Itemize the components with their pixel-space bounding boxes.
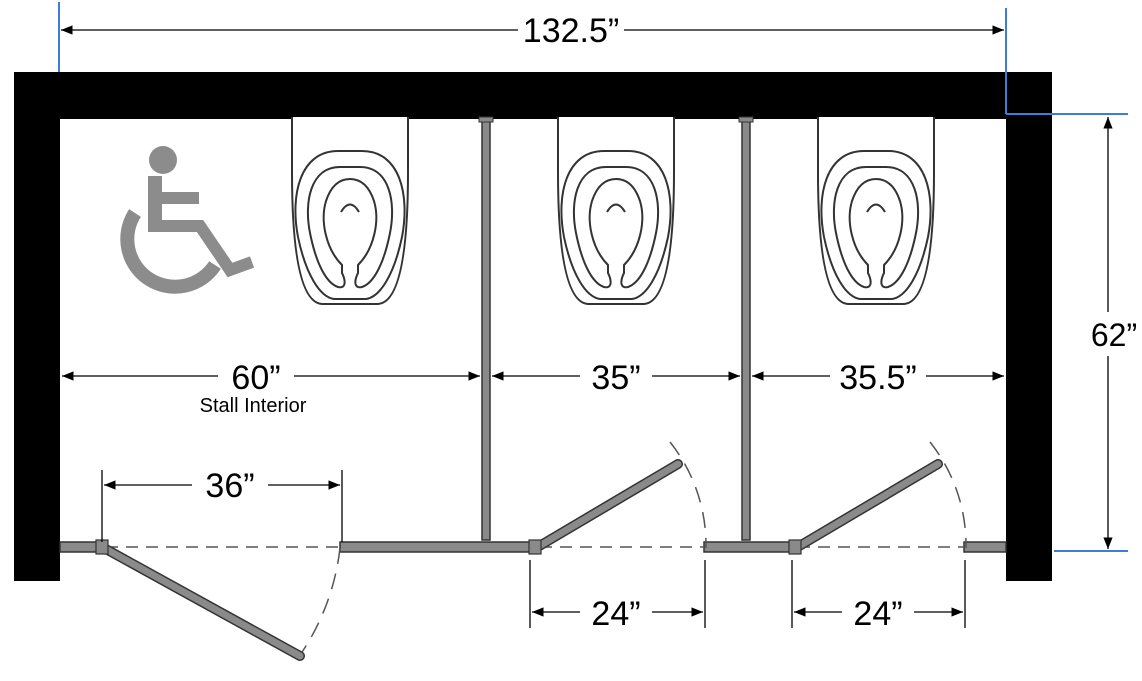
- right-stall-width-label: 35.5”: [839, 359, 917, 397]
- depth-label: 62”: [1091, 317, 1137, 353]
- accessible-stall-width-label: 60”: [231, 359, 280, 397]
- front-panels: [59, 541, 1007, 553]
- partition-right: [741, 118, 751, 541]
- toilets: [290, 115, 936, 306]
- middle-stall-width-label: 35”: [591, 359, 640, 397]
- wheelchair-accessibility-icon: [120, 146, 255, 294]
- dimension-labels: 132.5” 62” 60” Stall Interior 35” 35.5” …: [200, 12, 1137, 633]
- stall-interior-note: Stall Interior: [200, 395, 307, 417]
- right-wall: [1006, 72, 1052, 581]
- door-swing-arcs: [297, 441, 967, 659]
- toilet-icon: [290, 115, 410, 306]
- toilet-icon: [816, 115, 936, 306]
- partitions: [478, 116, 754, 541]
- back-wall: [14, 72, 1052, 119]
- toilet-icon: [556, 115, 676, 306]
- extension-lines: [58, 2, 1128, 552]
- walls: [14, 72, 1052, 581]
- middle-stall-door: [528, 459, 683, 555]
- accessible-stall-door: [95, 539, 305, 661]
- right-stall-door: [788, 459, 943, 555]
- doors: [95, 459, 943, 661]
- right-door-opening-label: 24”: [853, 595, 902, 633]
- middle-door-opening-label: 24”: [591, 595, 640, 633]
- accessible-door-width-label: 36”: [205, 467, 254, 505]
- overall-width-label: 132.5”: [523, 12, 619, 50]
- left-wall: [14, 72, 60, 581]
- partition-left: [481, 118, 491, 541]
